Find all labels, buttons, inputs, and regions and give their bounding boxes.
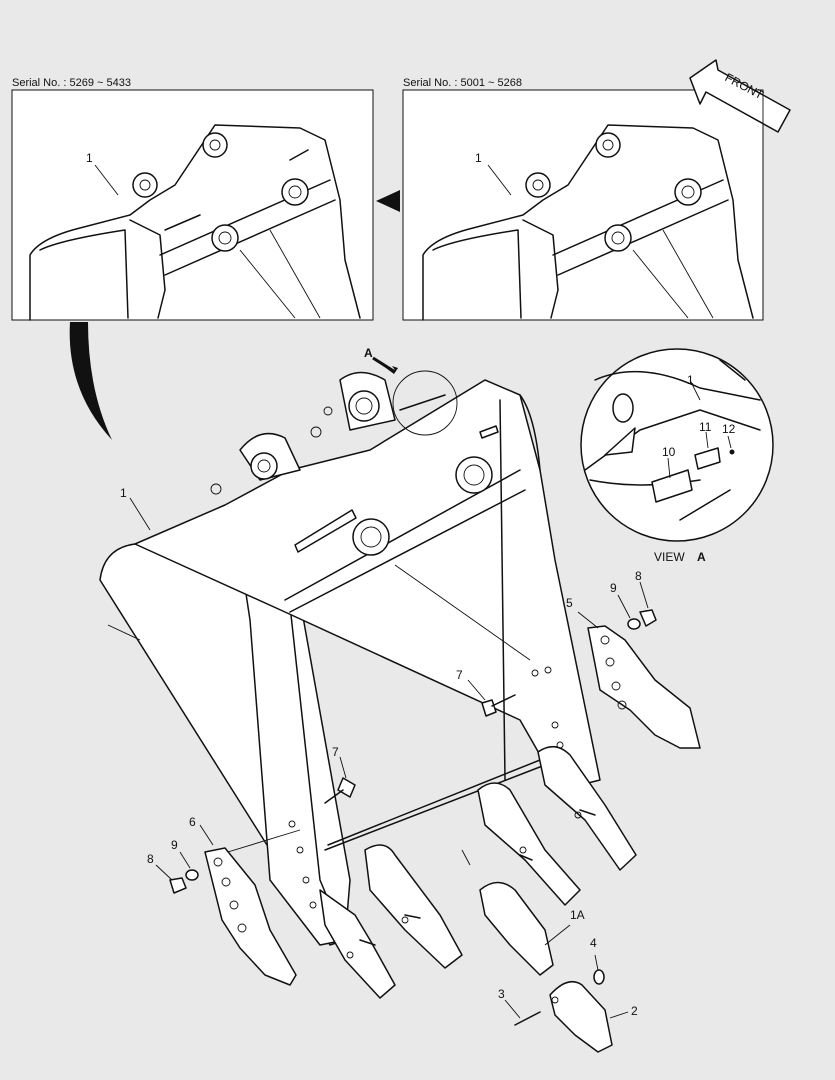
callout-9-left: 9: [171, 838, 178, 852]
view-a-marker-letter: A: [364, 346, 373, 360]
callout-7-lower: 7: [332, 745, 339, 759]
serial-range-left: Serial No. : 5269 ~ 5433: [12, 77, 131, 89]
callout-7-upper: 7: [456, 668, 463, 682]
detail-callout-1: 1: [687, 373, 694, 387]
inset-right-panel: 1: [402, 89, 764, 321]
washer-nut-right: [617, 581, 657, 630]
serial-range-right: Serial No. : 5001 ~ 5268: [403, 77, 522, 89]
bucket-teeth: [319, 746, 637, 999]
callout-1-inset-right: 1: [475, 151, 482, 165]
view-a-arrow-shaft: [372, 356, 393, 372]
callout-1-inset-left: 1: [86, 151, 93, 165]
main-bucket-assembly: [99, 370, 601, 946]
view-caption-letter: A: [697, 550, 706, 564]
callout-1-main: 1: [120, 486, 127, 500]
side-cutter-right: [577, 611, 701, 749]
tooth-tip-assembly: [504, 924, 629, 1053]
callout-4: 4: [590, 936, 597, 950]
detail-callout-12: 12: [722, 422, 736, 436]
callout-3: 3: [498, 987, 505, 1001]
bolt-lower: [324, 756, 356, 804]
curved-transition-arrow: [69, 322, 112, 440]
callout-2: 2: [631, 1004, 638, 1018]
callout-5: 5: [566, 596, 573, 610]
detail-callout-11: 11: [699, 420, 712, 434]
callout-1a: 1A: [570, 908, 585, 922]
callout-6: 6: [189, 815, 196, 829]
side-cutter-left: [199, 824, 297, 986]
washer-nut-left: [155, 851, 199, 894]
inset-left-panel: 1: [11, 89, 374, 321]
bolt-upper: [467, 679, 516, 717]
view-caption: VIEW: [654, 550, 685, 564]
callout-8-left: 8: [147, 852, 154, 866]
detail-callout-10: 10: [662, 445, 676, 459]
left-pointer-icon: [376, 190, 400, 212]
callout-8-right: 8: [635, 569, 642, 583]
callout-9-right: 9: [610, 581, 617, 595]
detail-view-a: 1 10 11 12: [580, 348, 774, 542]
